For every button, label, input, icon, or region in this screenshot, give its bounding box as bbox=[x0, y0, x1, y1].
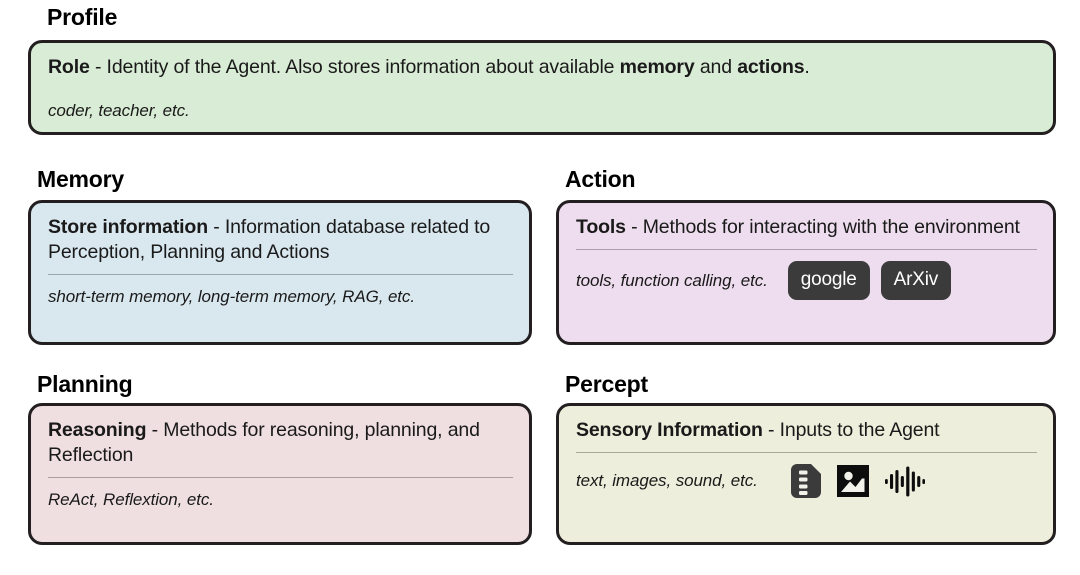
tool-chip-google[interactable]: google bbox=[787, 261, 870, 300]
card-example-profile: coder, teacher, etc. bbox=[48, 101, 190, 120]
card-title-action: Tools - Methods for interacting with the… bbox=[576, 215, 1037, 240]
card-example-percept: text, images, sound, etc. bbox=[576, 471, 758, 490]
card-title-bold-store-information: Store information bbox=[48, 216, 208, 238]
card-title-percept: Sensory Information - Inputs to the Agen… bbox=[576, 418, 1037, 443]
card-profile: Role - Identity of the Agent. Also store… bbox=[28, 40, 1056, 135]
card-memory: Store information - Information database… bbox=[28, 200, 532, 345]
section-heading-planning: Planning bbox=[37, 371, 133, 397]
card-title-bold-sensory-information: Sensory Information bbox=[576, 419, 763, 441]
sound-wave-icon bbox=[884, 465, 925, 497]
section-heading-percept: Percept bbox=[565, 371, 648, 397]
percept-icon-group bbox=[790, 464, 925, 498]
card-title-text-memory: - Information database related to Percep… bbox=[48, 216, 491, 263]
card-divider-percept bbox=[576, 452, 1037, 453]
section-heading-memory: Memory bbox=[37, 166, 124, 192]
document-text-icon bbox=[790, 464, 821, 498]
tool-chip-arxiv[interactable]: ArXiv bbox=[880, 261, 952, 300]
card-example-planning: ReAct, Reflextion, etc. bbox=[48, 490, 214, 509]
card-title-profile: Role - Identity of the Agent. Also store… bbox=[48, 55, 1037, 80]
card-title-bold-reasoning: Reasoning bbox=[48, 419, 147, 441]
card-title-text-period: . bbox=[804, 56, 810, 78]
card-footer-action: tools, function calling, etc. google ArX… bbox=[576, 261, 1037, 300]
card-title-bold-tools: Tools bbox=[576, 216, 626, 238]
card-footer-profile: coder, teacher, etc. bbox=[48, 100, 1037, 122]
card-divider-memory bbox=[48, 274, 513, 275]
card-title-text-planning: - Methods for reasoning, planning, and R… bbox=[48, 419, 480, 466]
card-title-bold-memory: memory bbox=[619, 56, 695, 78]
card-title-text-action: - Methods for interacting with the envir… bbox=[625, 216, 1020, 238]
card-title-bold-actions: actions bbox=[737, 56, 805, 78]
card-example-action: tools, function calling, etc. bbox=[576, 270, 768, 290]
section-heading-action: Action bbox=[565, 166, 636, 192]
card-title-planning: Reasoning - Methods for reasoning, plann… bbox=[48, 418, 513, 468]
section-heading-profile: Profile bbox=[47, 4, 118, 30]
card-divider-planning bbox=[48, 477, 513, 478]
card-title-text-percept: - Inputs to the Agent bbox=[762, 419, 940, 441]
card-title-text-role: - Identity of the Agent. Also stores inf… bbox=[89, 56, 620, 78]
card-footer-percept: text, images, sound, etc. bbox=[576, 464, 1037, 498]
tool-chip-group: google ArXiv bbox=[787, 261, 952, 300]
card-title-bold-role: Role bbox=[48, 56, 90, 78]
card-footer-planning: ReAct, Reflextion, etc. bbox=[48, 489, 513, 511]
image-icon bbox=[836, 465, 869, 497]
card-example-memory: short-term memory, long-term memory, RAG… bbox=[48, 287, 415, 306]
card-action: Tools - Methods for interacting with the… bbox=[556, 200, 1056, 345]
card-percept: Sensory Information - Inputs to the Agen… bbox=[556, 403, 1056, 545]
card-planning: Reasoning - Methods for reasoning, plann… bbox=[28, 403, 532, 545]
card-footer-memory: short-term memory, long-term memory, RAG… bbox=[48, 286, 513, 308]
card-title-text-and: and bbox=[694, 56, 738, 78]
card-divider-action bbox=[576, 249, 1037, 250]
card-title-memory: Store information - Information database… bbox=[48, 215, 513, 265]
